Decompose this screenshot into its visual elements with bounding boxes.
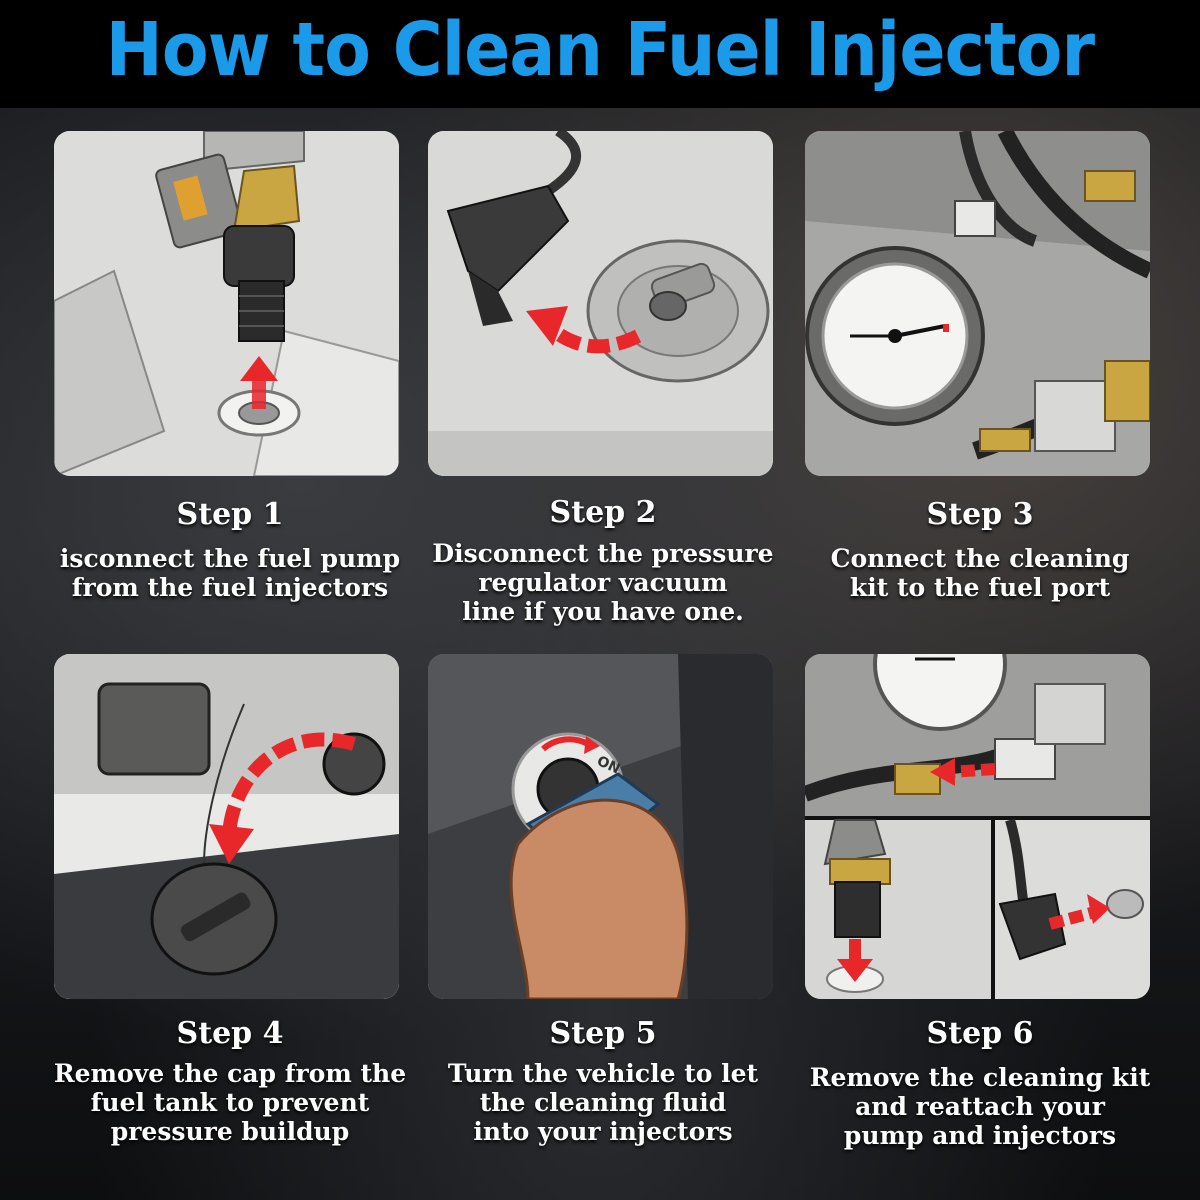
step-6-line-2: and reattach your [855, 1091, 1105, 1121]
step-6-line-3: pump and injectors [843, 1120, 1117, 1150]
step-3-line-1: Connect the cleaning [830, 544, 1130, 573]
step-5-illustration: ON [428, 654, 773, 999]
step-1-title: Step 1 [176, 497, 284, 532]
step-2-illustration [428, 131, 773, 476]
step-2-line-1: Disconnect the pressure [432, 539, 774, 568]
step-4-description: Remove the cap from the fuel tank to pre… [35, 1059, 425, 1146]
step-3-line-2: kit to the fuel port [849, 572, 1111, 602]
step-6-description: Remove the cleaning kit and reattach you… [785, 1063, 1175, 1150]
step-3-description: Connect the cleaning kit to the fuel por… [785, 544, 1175, 603]
step-4-line-2: fuel tank to prevent [90, 1087, 370, 1117]
step-3-illustration [805, 131, 1150, 476]
step-3-title: Step 3 [926, 497, 1034, 532]
step-6-line-1: Remove the cleaning kit [809, 1063, 1151, 1092]
step-6-illustration [805, 654, 1150, 999]
step-1-line-1: isconnect the fuel pump [59, 544, 401, 573]
step-5-line-1: Turn the vehicle to let [447, 1059, 759, 1088]
page-title: How to Clean Fuel Injector [105, 7, 1095, 93]
step-5-title: Step 5 [549, 1016, 657, 1051]
step-6-title: Step 6 [926, 1016, 1034, 1051]
step-2-title: Step 2 [549, 495, 657, 530]
step-1-illustration [54, 131, 399, 476]
step-5-description: Turn the vehicle to let the cleaning flu… [408, 1059, 798, 1146]
step-2-line-3: line if you have one. [462, 596, 744, 626]
step-4-line-3: pressure buildup [110, 1116, 350, 1146]
step-4-line-1: Remove the cap from the [53, 1059, 407, 1088]
step-2-line-2: regulator vacuum [478, 567, 728, 597]
step-1-description: isconnect the fuel pump from the fuel in… [35, 544, 425, 603]
step-1-line-2: from the fuel injectors [71, 572, 389, 602]
step-4-title: Step 4 [176, 1016, 284, 1051]
step-4-illustration [54, 654, 399, 999]
step-2-description: Disconnect the pressure regulator vacuum… [408, 539, 798, 626]
step-5-line-3: into your injectors [473, 1116, 733, 1146]
title-band [0, 0, 1200, 108]
step-5-line-2: the cleaning fluid [479, 1087, 727, 1117]
